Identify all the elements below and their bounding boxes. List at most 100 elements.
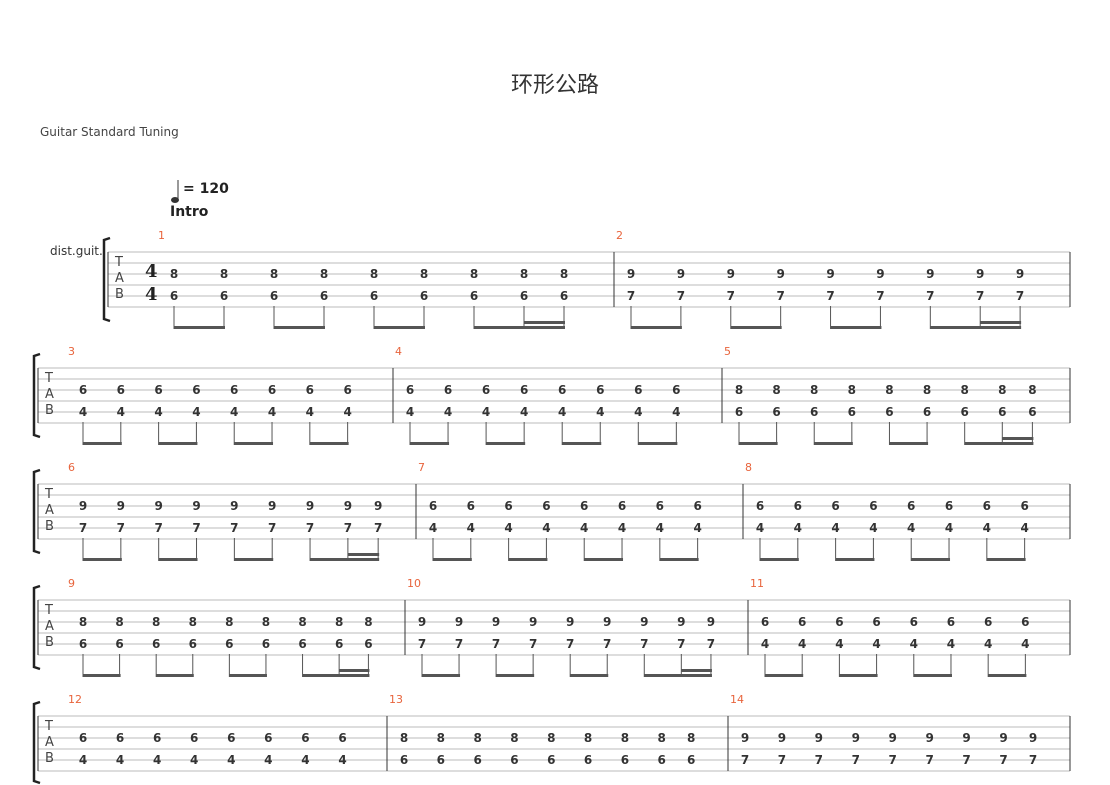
beam [309, 442, 349, 445]
fret-number: 6 [482, 383, 490, 397]
fret-number: 6 [910, 615, 918, 629]
fret-number: 6 [584, 753, 592, 767]
fret-number: 6 [983, 499, 991, 513]
fret-number: 4 [798, 637, 806, 651]
fret-number: 4 [580, 521, 588, 535]
fret-number: 6 [429, 499, 437, 513]
measure-number: 12 [68, 693, 82, 706]
fret-number: 6 [693, 499, 701, 513]
fret-number: 7 [889, 753, 897, 767]
fret-number: 8 [810, 383, 818, 397]
fret-number: 8 [1028, 383, 1036, 397]
fret-number: 4 [338, 753, 346, 767]
beam [374, 326, 425, 329]
fret-number: 4 [154, 405, 162, 419]
fret-number: 9 [627, 267, 635, 281]
fret-number: 4 [1020, 521, 1028, 535]
fret-number: 4 [1021, 637, 1029, 651]
tab-clef-letter: T [114, 255, 123, 270]
beam [739, 442, 778, 445]
system-bracket [32, 352, 41, 439]
beam [496, 674, 535, 677]
fret-number: 8 [470, 267, 478, 281]
fret-number: 4 [947, 637, 955, 651]
time-signature-top: 4 [145, 261, 158, 282]
fret-number: 8 [370, 267, 378, 281]
quarter-note-head [171, 197, 179, 203]
fret-number: 7 [492, 637, 500, 651]
fret-number: 6 [467, 499, 475, 513]
fret-number: 4 [504, 521, 512, 535]
sixteenth-beam [1002, 437, 1034, 440]
fret-number: 6 [547, 753, 555, 767]
beam [474, 326, 565, 329]
fret-number: 4 [520, 405, 528, 419]
beam [83, 558, 122, 561]
fret-number: 4 [482, 405, 490, 419]
fret-number: 8 [687, 731, 695, 745]
fret-number: 6 [1028, 405, 1036, 419]
fret-number: 9 [776, 267, 784, 281]
fret-number: 6 [504, 499, 512, 513]
instrument-label: dist.guit. [50, 244, 103, 258]
measure-number: 14 [730, 693, 744, 706]
fret-number: 8 [961, 383, 969, 397]
fret-number: 4 [761, 637, 769, 651]
fret-number: 7 [741, 753, 749, 767]
fret-number: 6 [520, 383, 528, 397]
fret-number: 6 [947, 615, 955, 629]
beam [486, 442, 526, 445]
fret-number: 6 [153, 731, 161, 745]
measure-number: 5 [724, 345, 731, 358]
system-bracket [32, 468, 41, 555]
fret-number: 6 [772, 405, 780, 419]
fret-number: 9 [374, 499, 382, 513]
fret-number: 7 [603, 637, 611, 651]
beam [964, 442, 1034, 445]
fret-number: 9 [640, 615, 648, 629]
fret-number: 4 [301, 753, 309, 767]
fret-number: 4 [907, 521, 915, 535]
fret-number: 6 [370, 289, 378, 303]
sixteenth-beam [980, 321, 1022, 324]
measure-number: 10 [407, 577, 421, 590]
sixteenth-beam [524, 321, 565, 324]
tab-clef-letter: B [45, 519, 54, 534]
fret-number: 6 [264, 731, 272, 745]
fret-number: 4 [756, 521, 764, 535]
measure-number: 6 [68, 461, 75, 474]
fret-number: 7 [455, 637, 463, 651]
fret-number: 4 [910, 637, 918, 651]
fret-number: 7 [1016, 289, 1024, 303]
fret-number: 6 [306, 383, 314, 397]
beam [913, 674, 952, 677]
fret-number: 6 [510, 753, 518, 767]
beam [158, 558, 198, 561]
fret-number: 6 [116, 731, 124, 745]
fret-number: 6 [262, 637, 270, 651]
fret-number: 4 [79, 405, 87, 419]
fret-number: 6 [79, 383, 87, 397]
fret-number: 7 [677, 637, 685, 651]
fret-number: 6 [961, 405, 969, 419]
fret-number: 6 [634, 383, 642, 397]
fret-number: 4 [983, 521, 991, 535]
fret-number: 6 [560, 289, 568, 303]
beam [310, 558, 380, 561]
score-title: 环形公路 [510, 73, 599, 98]
fret-number: 4 [192, 405, 200, 419]
fret-number: 6 [420, 289, 428, 303]
beam [631, 326, 682, 329]
fret-number: 9 [492, 615, 500, 629]
fret-number: 8 [998, 383, 1006, 397]
fret-number: 9 [677, 615, 685, 629]
fret-number: 7 [627, 289, 635, 303]
fret-number: 6 [520, 289, 528, 303]
fret-number: 7 [976, 289, 984, 303]
fret-number: 6 [444, 383, 452, 397]
fret-number: 8 [885, 383, 893, 397]
beam [410, 442, 450, 445]
fret-number: 9 [1016, 267, 1024, 281]
fret-number: 9 [976, 267, 984, 281]
fret-number: 6 [320, 289, 328, 303]
